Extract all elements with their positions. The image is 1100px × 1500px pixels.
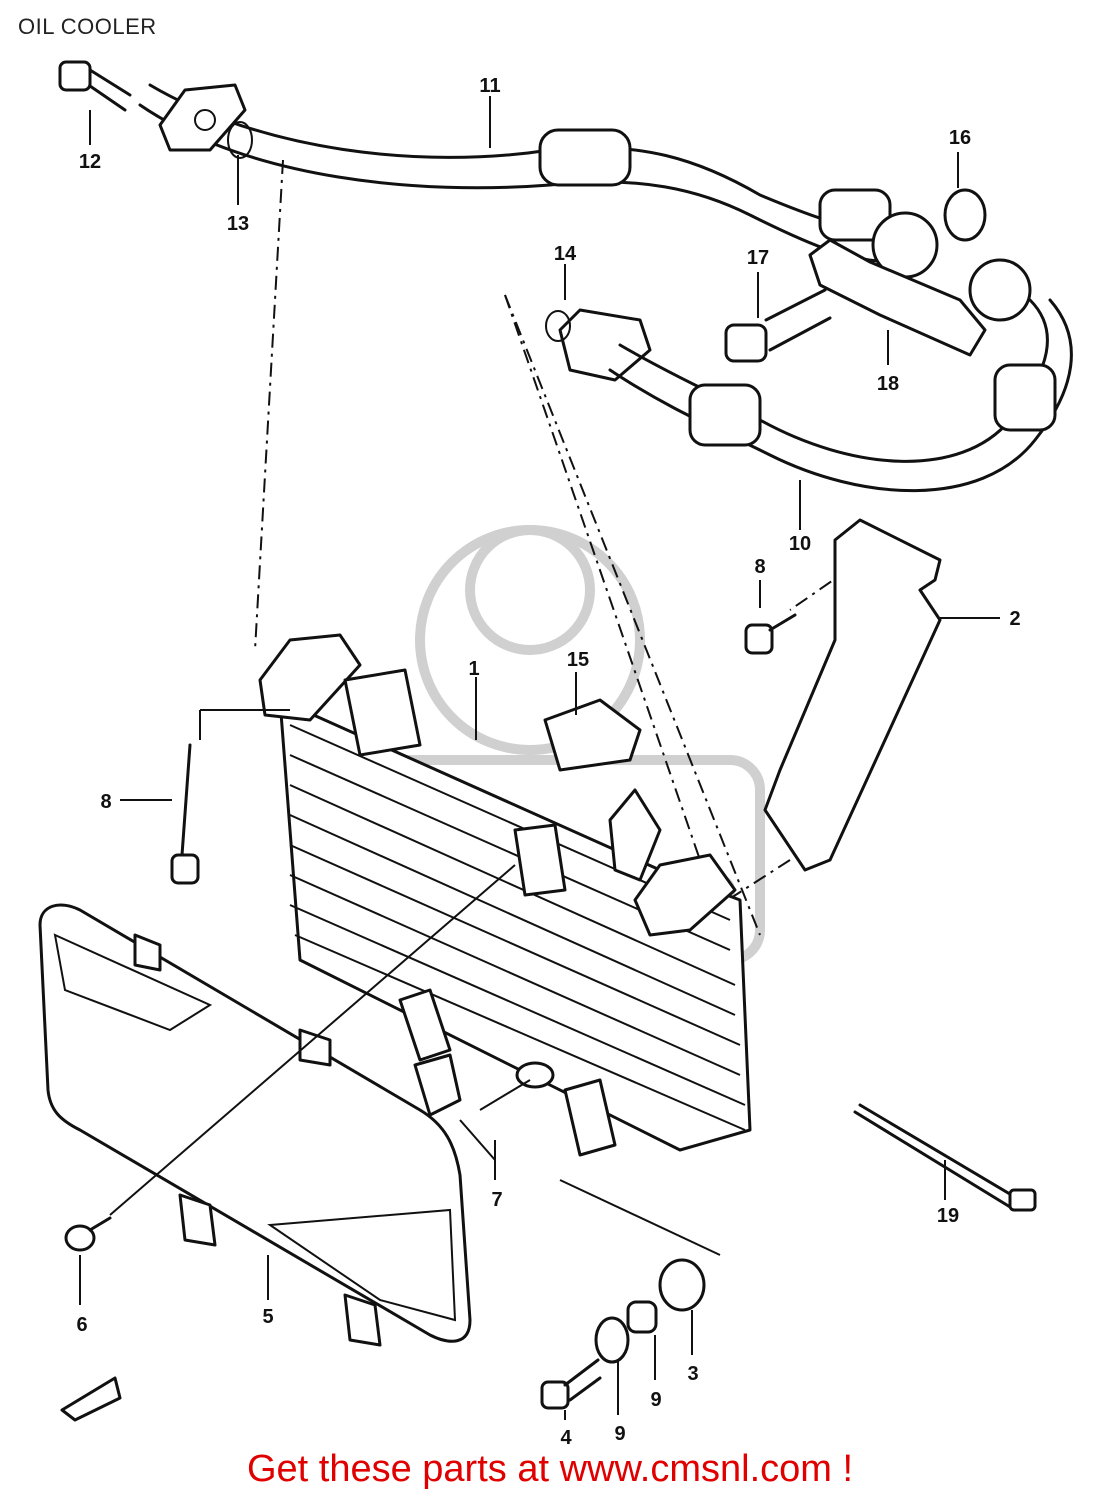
callout-13: 12 [79,151,101,173]
screw-8-right [744,613,797,655]
callout-19: 19 [937,1205,959,1227]
callout-14b: 14 [554,243,577,265]
screw-6 [64,864,516,1252]
callout-15: 15 [567,649,589,671]
callout-8b: 8 [754,556,765,578]
front-arrow-icon [60,1376,122,1422]
callout-4: 4 [560,1427,572,1449]
callout-6: 6 [76,1314,87,1336]
screw-8-left [170,743,200,885]
bracket-2 [763,518,942,872]
callout-1: 1 [468,658,479,680]
grille-5 [38,903,472,1347]
callout-10: 9 [650,1389,661,1411]
leader-lower-right [504,294,701,861]
oil-hose-lower [545,258,1073,493]
callout-7: 7 [491,1189,502,1211]
flange-upper-left [158,83,253,159]
callout-9: 9 [614,1423,625,1445]
callout-2: 2 [1009,608,1020,630]
callout-12: 11 [479,75,500,97]
rubber-mounts-7 [413,1053,555,1161]
bolt-13 [58,60,132,112]
cable-tie-19 [853,1103,1037,1212]
washer-16 [943,188,987,242]
callout-16: 16 [949,127,971,149]
bolt-17 [724,288,832,363]
callout-8a: 8 [100,791,111,813]
callout-17: 17 [747,247,769,269]
callout-leader-lines [79,96,1000,1420]
mount-hardware [540,1179,721,1410]
leader-upper [254,159,284,651]
oil-hose-upper [138,83,939,279]
oil-cooler-core [258,633,752,1157]
callout-11: 10 [789,533,811,555]
callout-3: 3 [687,1363,698,1385]
bracket-18 [808,238,987,357]
callout-14a: 13 [227,213,249,235]
callout-18: 18 [877,373,899,395]
page-title: OIL COOLER [18,14,157,39]
footer-promo-text[interactable]: Get these parts at www.cmsnl.com ! [246,1448,854,1490]
callout-5: 5 [262,1306,273,1328]
